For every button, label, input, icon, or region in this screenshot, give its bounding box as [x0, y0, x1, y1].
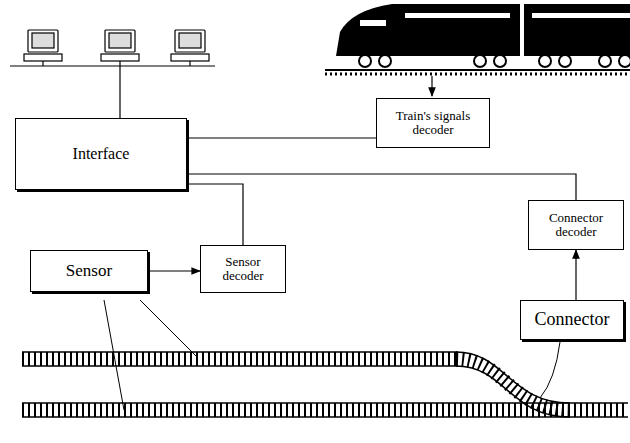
interface-box: Interface	[15, 118, 187, 190]
decoder-box: Sensor decoder	[200, 245, 286, 293]
node-label: Interface	[73, 145, 130, 163]
node-label: Train's signals decoder	[382, 109, 484, 138]
node-label: Sensor	[66, 262, 112, 281]
connector-box: Connector	[520, 300, 624, 340]
railway-tracks	[22, 352, 628, 417]
computer-terminals	[10, 30, 215, 118]
node-label: Connector	[535, 310, 610, 330]
node-label: Sensor decoder	[206, 255, 280, 284]
sensor-box: Sensor	[30, 250, 148, 292]
leader-lines	[104, 300, 560, 410]
node-label: Connector decoder	[534, 211, 618, 240]
connector-line	[187, 184, 243, 245]
decoder-box: Train's signals decoder	[376, 98, 490, 148]
connector-line	[187, 174, 576, 200]
connector-line	[575, 250, 576, 300]
connector-line	[187, 137, 376, 138]
decoder-box: Connector decoder	[528, 200, 624, 250]
connector-line	[148, 270, 200, 271]
train	[325, 4, 630, 96]
